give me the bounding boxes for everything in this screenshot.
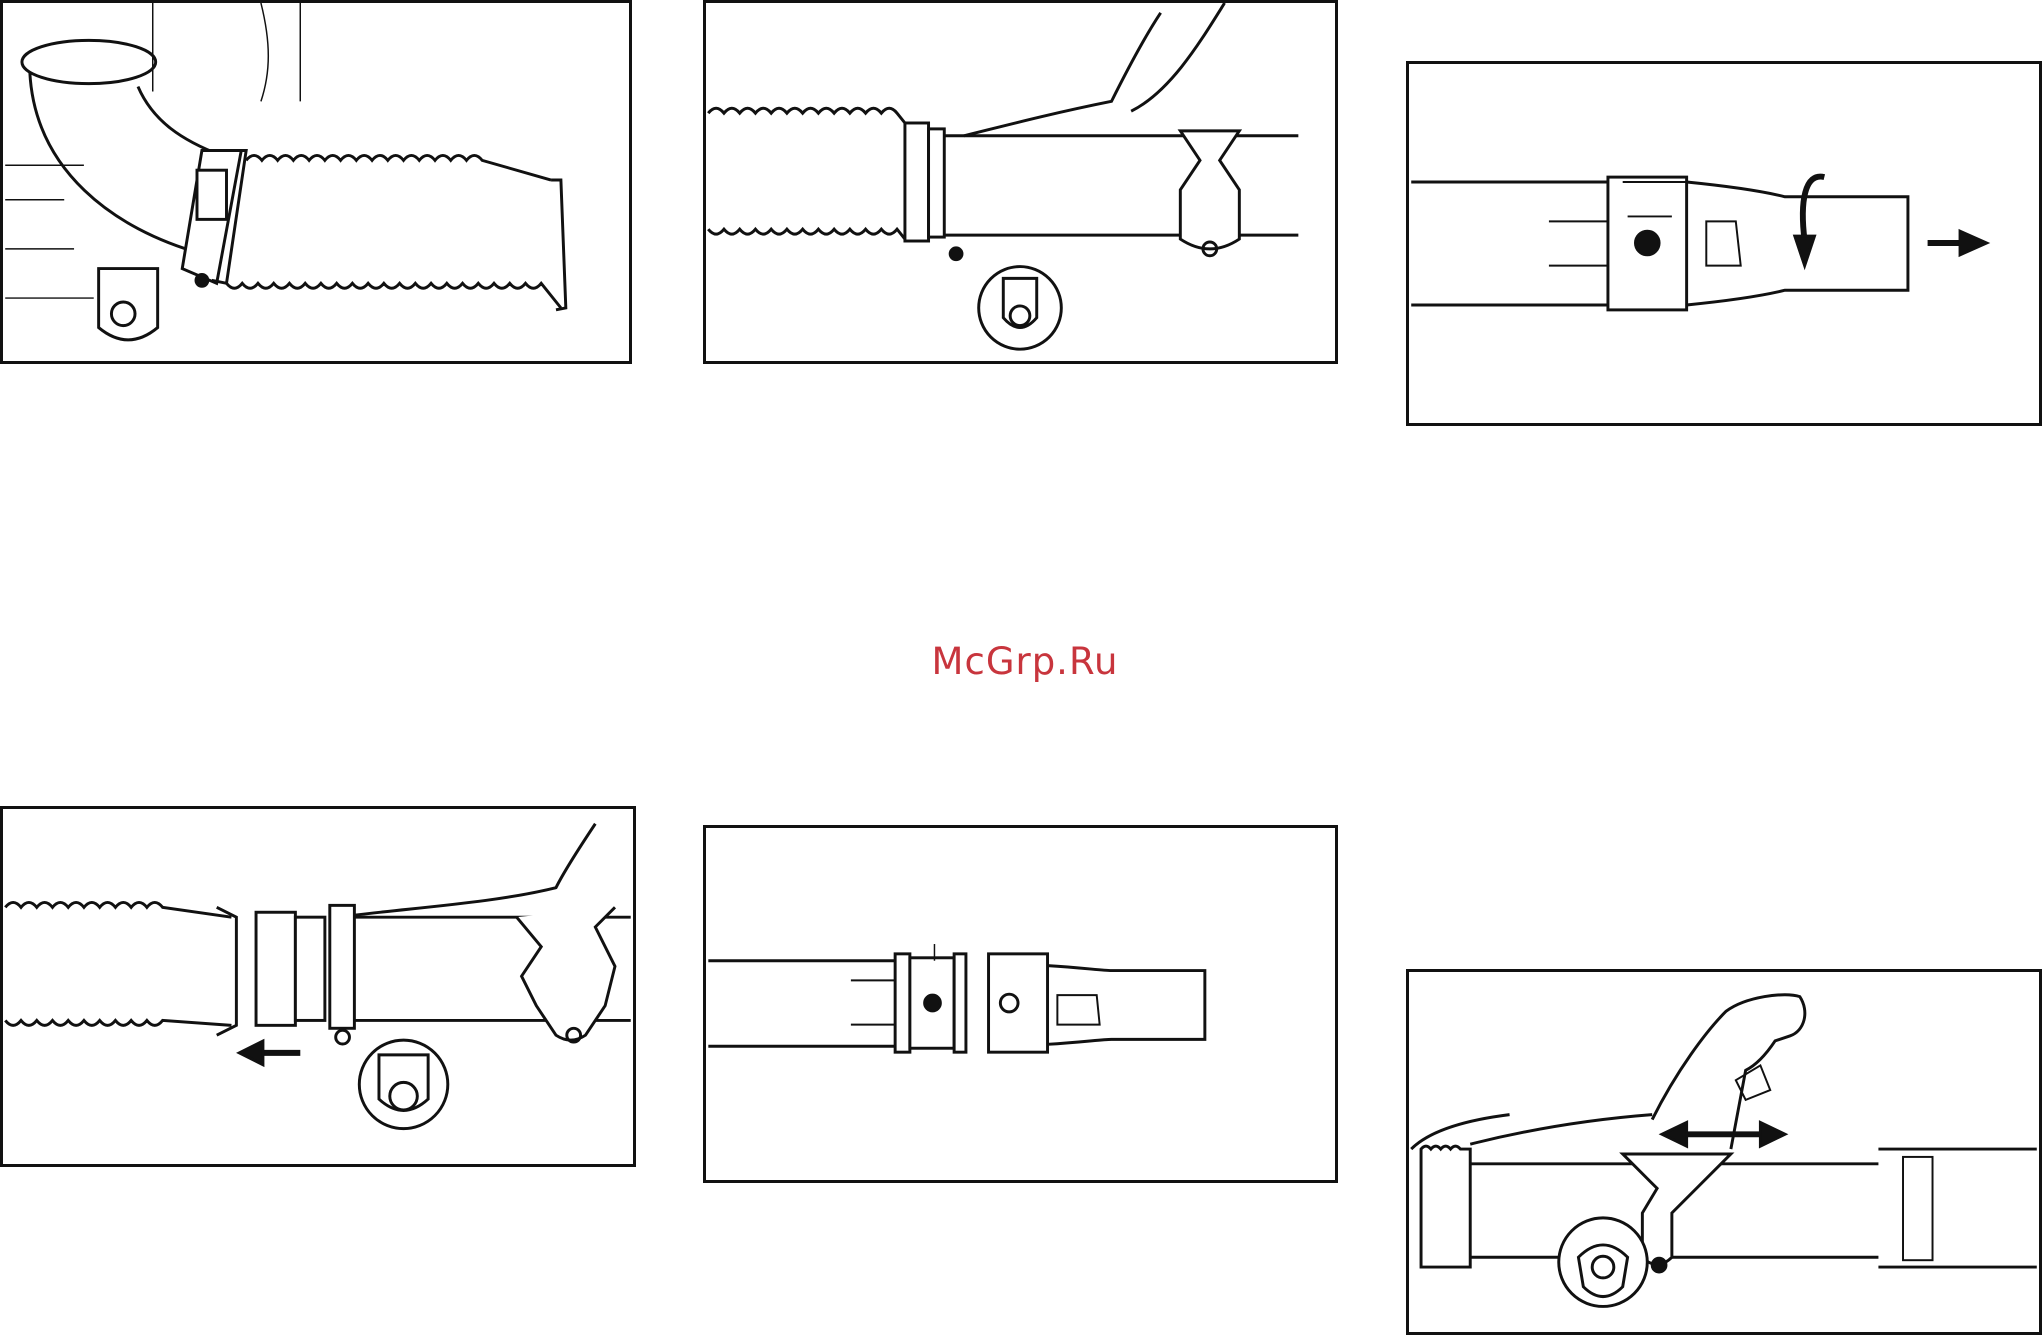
watermark-text: McGrp.Ru xyxy=(905,640,1145,683)
figure-hose-detach xyxy=(0,806,636,1167)
tube-alignment-illustration xyxy=(706,828,1335,1180)
figure-tube-alignment xyxy=(703,825,1338,1183)
handle-grip xyxy=(1652,995,1805,1149)
figure-hose-on-tube xyxy=(703,0,1338,364)
alignment-dot xyxy=(925,995,941,1011)
locking-dot xyxy=(1635,231,1659,255)
corrugated-hose-top xyxy=(708,108,905,123)
corrugated-hose-top xyxy=(5,902,231,917)
blower-tube-outer xyxy=(1411,182,1608,305)
clamp-screw-dot xyxy=(196,274,208,286)
tube-twist-illustration xyxy=(1409,64,2039,423)
figure-handle-adjust xyxy=(1406,969,2042,1335)
hose-detach-illustration xyxy=(3,809,633,1164)
hose-tube-illustration xyxy=(706,3,1335,361)
figure-tube-twist-release xyxy=(1406,61,2042,426)
corrugated-hose-top xyxy=(246,155,551,180)
elbow-top xyxy=(22,40,156,83)
figure-hose-elbow-clamp xyxy=(0,0,632,364)
blower-tube-left xyxy=(708,961,895,1047)
clamp-screw-dot xyxy=(950,248,962,260)
handle-adjust-illustration xyxy=(1409,972,2039,1332)
hose-elbow-illustration xyxy=(3,3,629,361)
